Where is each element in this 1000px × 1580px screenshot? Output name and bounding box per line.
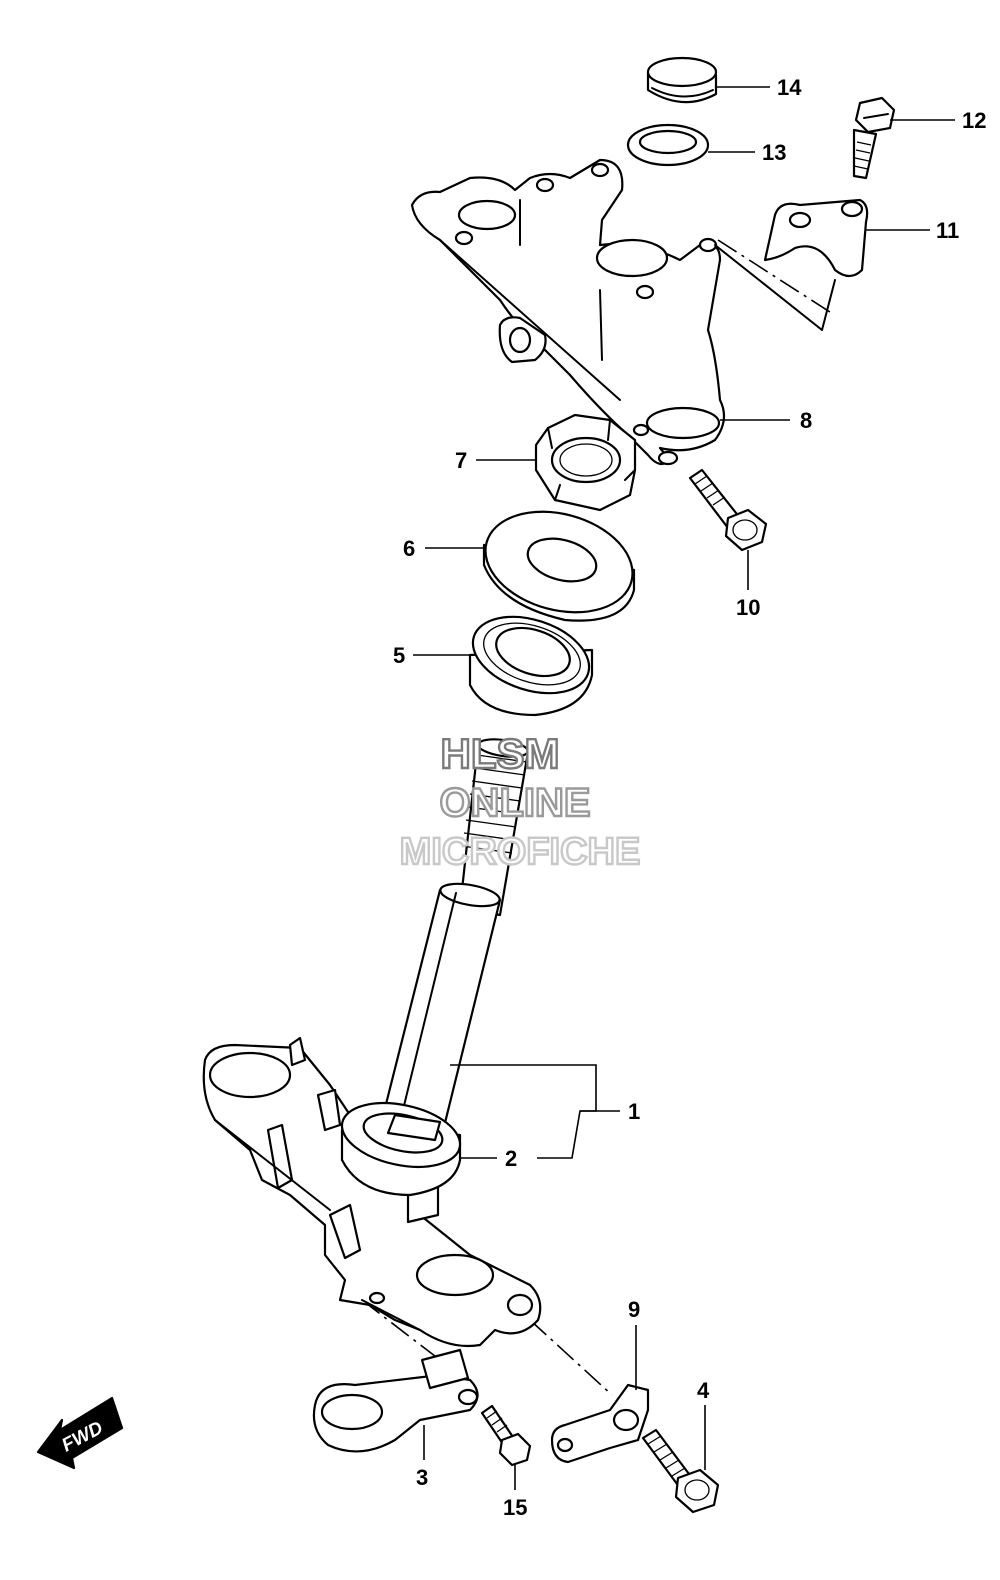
callout-10: 10 [736,595,760,620]
callout-13: 13 [762,140,786,165]
callout-15: 15 [503,1495,527,1520]
part-10-bolt [688,468,768,552]
part-12-bolt [852,96,896,180]
alignment-zigzag [714,244,836,331]
watermark-line-3: MICROFICHE [400,831,641,873]
callout-2: 2 [505,1146,517,1171]
part-8-upper-bracket [410,158,726,466]
alignment-line-bracket [361,1299,441,1361]
callout-4: 4 [697,1378,710,1403]
watermark-line-1: HLSM [441,730,560,777]
fwd-direction-arrow: FWD [36,1396,124,1470]
part-6-dust-seal [482,510,636,622]
callout-9: 9 [628,1297,640,1322]
callout-5: 5 [393,643,405,668]
part-5-upper-bearing [468,615,594,717]
part-15-bolt [480,1404,532,1467]
callout-6: 6 [403,536,415,561]
part-2-lower-bearing [340,1102,462,1197]
callout-3: 3 [416,1465,428,1490]
callout-1: 1 [628,1099,640,1124]
part-13-washer [626,123,710,167]
callout-8: 8 [800,408,812,433]
part-7-steering-nut [534,413,637,512]
callout-12: 12 [962,108,986,133]
watermark-line-2: ONLINE [439,781,590,825]
part-1-steering-stem [380,738,530,1137]
callout-labels: 14 13 12 11 8 7 6 10 5 1 2 9 4 3 15 [393,75,986,1520]
watermark: HLSM ONLINE MICROFICHE [398,729,641,874]
part-9-plate [550,1383,650,1464]
arrow-left-icon [36,1396,124,1470]
part-11-handlebar-clamp [763,198,869,278]
callout-14: 14 [777,75,802,100]
alignment-line-lower [529,1319,613,1396]
lower-bracket-assembly [202,1036,542,1348]
part-4-bolt [641,1428,720,1514]
leader-lines [413,86,955,1490]
part-14-cap [646,56,718,104]
callout-7: 7 [455,448,467,473]
callout-11: 11 [936,218,959,243]
part-3-hose-guide [312,1348,479,1453]
alignment-line-upper [717,239,831,313]
